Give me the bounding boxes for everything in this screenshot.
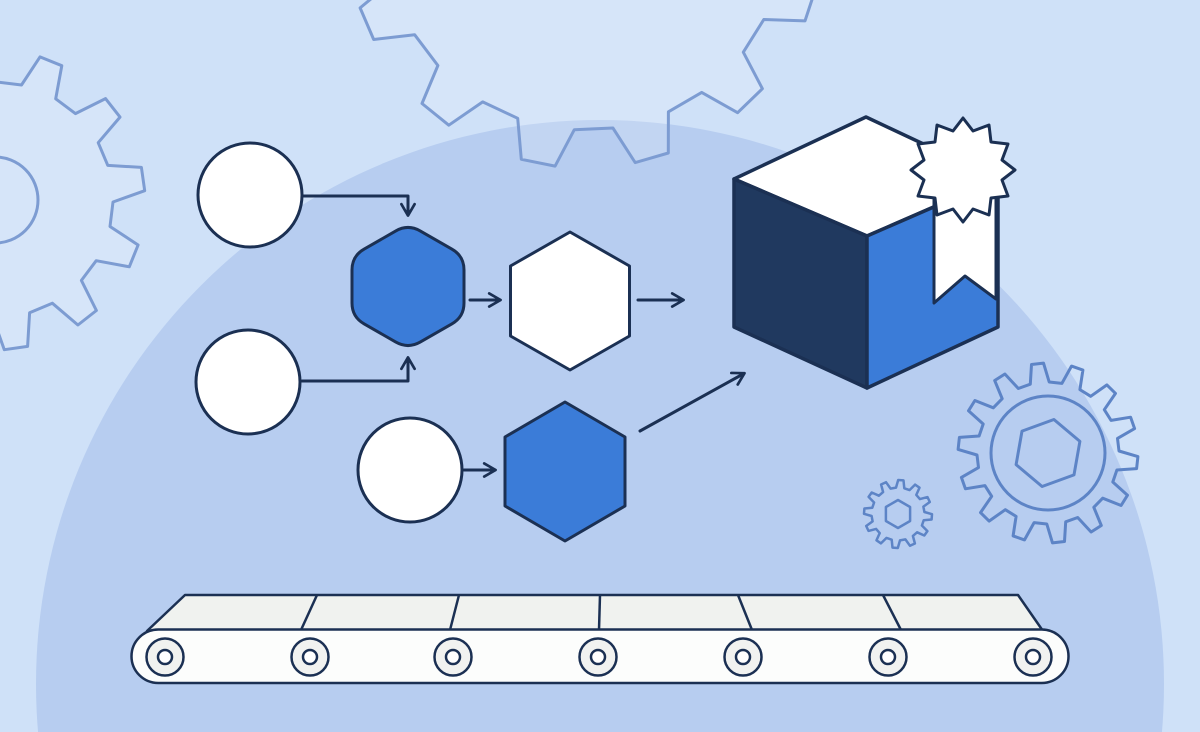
deck-divider [881, 594, 903, 631]
roller [145, 637, 185, 677]
input-circle-1 [196, 141, 304, 249]
gear-right-large-hex-hole-icon [1014, 418, 1082, 488]
conveyor-rollers [145, 637, 1053, 677]
gear-top-left-hub-icon [0, 155, 40, 245]
flowchart [194, 141, 746, 543]
deck-divider [597, 594, 602, 631]
package-box [732, 115, 1017, 390]
conveyor-deck [145, 593, 1045, 633]
arrow-circle2-to-hex1 [300, 356, 416, 383]
deck-divider [736, 594, 754, 631]
deck-divider [448, 594, 461, 631]
background-gears [0, 0, 1140, 550]
conveyor-deck-dividers [299, 594, 903, 631]
process-hexagon-3-blue [503, 400, 627, 543]
gear-small-hex-hole-icon [884, 498, 912, 530]
conveyor-belt [130, 593, 1070, 685]
roller [723, 637, 763, 677]
gear-small-icon [862, 478, 934, 550]
process-hexagon-2-white [509, 230, 631, 372]
roller [868, 637, 908, 677]
arrow-circle1-to-hex1 [300, 194, 416, 217]
gear-right-large-ring-icon [989, 394, 1107, 512]
arrow-hex3-to-box [638, 371, 746, 433]
roller [433, 637, 473, 677]
gear-top-left-icon [0, 55, 147, 352]
award-ribbon [909, 116, 1017, 305]
roller [1013, 637, 1053, 677]
roller [578, 637, 618, 677]
deck-divider [299, 594, 319, 631]
ribbon-seal-starburst-icon [909, 116, 1017, 224]
roller [290, 637, 330, 677]
gear-top-center-icon [358, 0, 814, 168]
input-circle-3 [356, 416, 464, 524]
process-hexagon-1-blue [350, 225, 466, 348]
gear-right-large-icon [956, 361, 1140, 545]
input-circle-2 [194, 328, 302, 436]
